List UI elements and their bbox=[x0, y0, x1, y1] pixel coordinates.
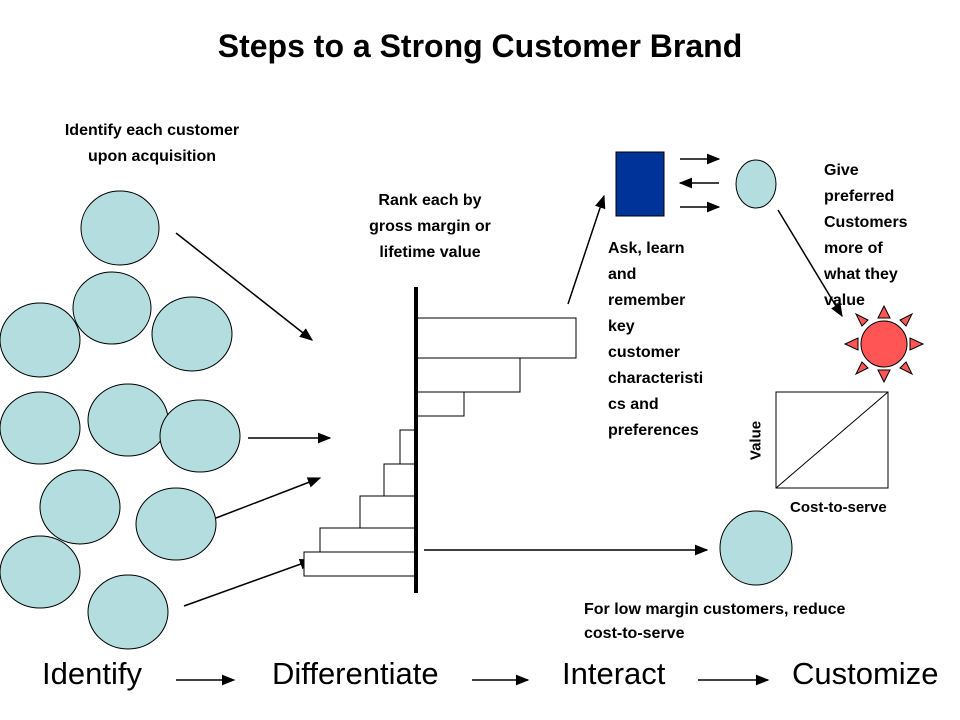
give-caption-line: preferred bbox=[824, 188, 895, 205]
low-margin-caption-line: For low margin customers, reduce bbox=[584, 601, 846, 618]
ask-caption: Ask, learn and remember key customer cha… bbox=[608, 236, 748, 444]
cost-axis-label: Cost-to-serve bbox=[790, 499, 887, 516]
rank-bar bbox=[383, 463, 417, 497]
rank-caption-line: gross margin or bbox=[369, 218, 491, 235]
give-caption-line: what they bbox=[824, 266, 898, 283]
customer-circle-interact bbox=[735, 159, 777, 209]
rank-bar bbox=[319, 527, 417, 553]
rank-caption-line: lifetime value bbox=[379, 244, 481, 261]
identify-caption-line: upon acquisition bbox=[88, 148, 216, 165]
customer-circle bbox=[80, 190, 160, 266]
page-title: Steps to a Strong Customer Brand bbox=[217, 28, 743, 64]
ask-caption-line: Ask, learn bbox=[608, 240, 685, 257]
value-cost-diagonal bbox=[775, 391, 889, 489]
ask-caption-line: cs and bbox=[608, 396, 659, 413]
customer-circle bbox=[159, 399, 241, 473]
rank-bar bbox=[415, 317, 577, 359]
interact-arrow bbox=[567, 194, 606, 305]
rank-bar bbox=[415, 391, 465, 417]
rank-bar bbox=[359, 495, 417, 529]
low-margin-caption: For low margin customers, reduce cost-to… bbox=[584, 598, 954, 646]
customer-circle bbox=[0, 391, 81, 465]
customer-circle bbox=[135, 487, 217, 561]
customize-arrow bbox=[777, 209, 843, 318]
rank-bar bbox=[415, 357, 521, 393]
low-margin-caption-line: cost-to-serve bbox=[584, 625, 685, 642]
ask-caption-line: customer bbox=[608, 344, 681, 361]
customer-circle-low-margin bbox=[719, 510, 793, 586]
identify-caption: Identify each customer upon acquisition bbox=[20, 118, 284, 170]
customer-circle bbox=[87, 574, 169, 650]
customer-circle bbox=[72, 271, 152, 345]
give-caption-line: Give bbox=[824, 162, 859, 179]
customer-circle bbox=[151, 296, 233, 372]
give-caption: Give preferred Customers more of what th… bbox=[824, 158, 954, 314]
ask-caption-line: remember bbox=[608, 292, 686, 309]
ask-caption-line: characteristi bbox=[608, 370, 704, 387]
identify-arrow bbox=[175, 232, 314, 341]
rank-caption-line: Rank each by bbox=[378, 192, 482, 209]
rank-bars bbox=[303, 317, 577, 577]
identify-arrow bbox=[215, 477, 322, 519]
customer-circle bbox=[39, 469, 121, 545]
ask-caption-line: and bbox=[608, 266, 637, 283]
step-customize: Customize bbox=[792, 656, 939, 691]
give-caption-line: Customers bbox=[824, 214, 908, 231]
customer-circles bbox=[0, 190, 241, 650]
sun-icon bbox=[843, 304, 925, 384]
ask-caption-line: key bbox=[608, 318, 635, 335]
ask-caption-line: preferences bbox=[608, 422, 699, 439]
step-identify: Identify bbox=[42, 656, 142, 691]
rank-bar bbox=[399, 429, 417, 465]
step-differentiate: Differentiate bbox=[272, 656, 439, 691]
identify-caption-line: Identify each customer bbox=[64, 122, 240, 139]
rank-caption: Rank each by gross margin or lifetime va… bbox=[330, 188, 530, 266]
give-caption-line: more of bbox=[824, 240, 883, 257]
customer-circle bbox=[0, 302, 81, 378]
identify-arrow bbox=[183, 559, 314, 607]
customer-circle bbox=[87, 383, 169, 457]
step-interact: Interact bbox=[562, 656, 666, 691]
rank-bar bbox=[303, 551, 417, 577]
brand-rectangle bbox=[615, 151, 665, 217]
customer-circle bbox=[0, 535, 81, 609]
